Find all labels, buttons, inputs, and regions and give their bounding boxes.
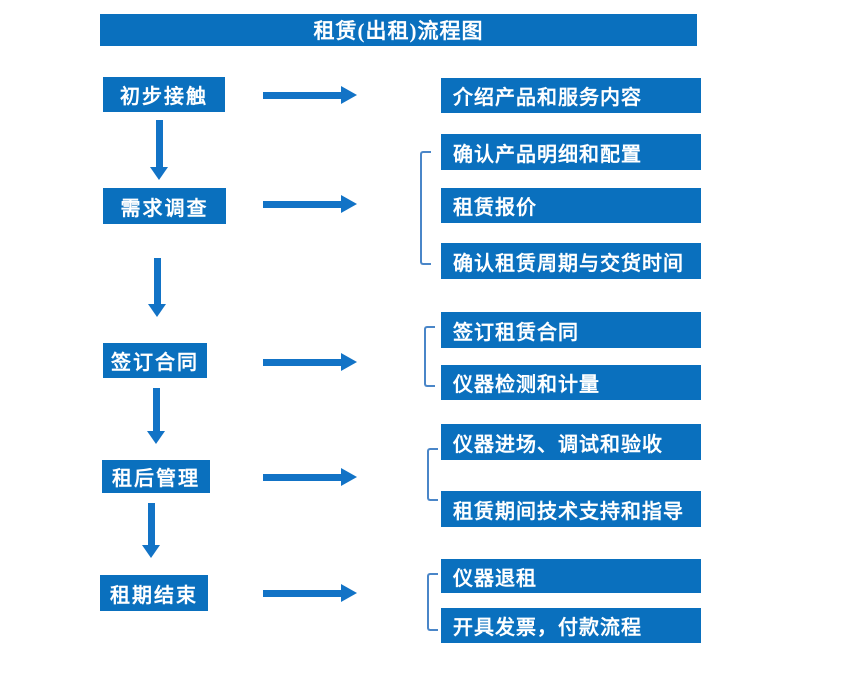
group-bracket-step-2 (420, 151, 431, 265)
down-arrow-icon (150, 120, 168, 180)
step-box-1: 初步接触 (103, 77, 225, 112)
group-bracket-step-3 (424, 326, 435, 387)
group-bracket-step-4 (427, 448, 438, 501)
detail-box-2-1: 确认产品明细和配置 (441, 134, 701, 170)
detail-box-4-2: 租赁期间技术支持和指导 (441, 491, 701, 527)
detail-box-1-1: 介绍产品和服务内容 (441, 78, 701, 113)
diagram-title: 租赁(出租)流程图 (100, 14, 697, 46)
detail-box-4-1: 仪器进场、调试和验收 (441, 424, 701, 460)
right-arrow-icon (263, 468, 357, 486)
detail-box-3-2: 仪器检测和计量 (441, 365, 701, 400)
detail-box-5-1: 仪器退租 (441, 559, 701, 593)
step-box-2: 需求调查 (103, 188, 226, 224)
right-arrow-icon (263, 195, 357, 213)
detail-box-2-2: 租赁报价 (441, 188, 701, 223)
step-box-5: 租期结束 (100, 575, 208, 611)
right-arrow-icon (263, 584, 357, 602)
down-arrow-icon (147, 388, 165, 444)
down-arrow-icon (142, 503, 160, 558)
detail-box-2-3: 确认租赁周期与交货时间 (441, 243, 701, 279)
right-arrow-icon (263, 353, 357, 371)
down-arrow-icon (148, 258, 166, 317)
group-bracket-step-5 (427, 573, 438, 631)
detail-box-5-2: 开具发票，付款流程 (441, 608, 701, 643)
detail-box-3-1: 签订租赁合同 (441, 312, 701, 348)
step-box-4: 租后管理 (102, 460, 210, 493)
step-box-3: 签订合同 (103, 343, 207, 378)
right-arrow-icon (263, 86, 357, 104)
